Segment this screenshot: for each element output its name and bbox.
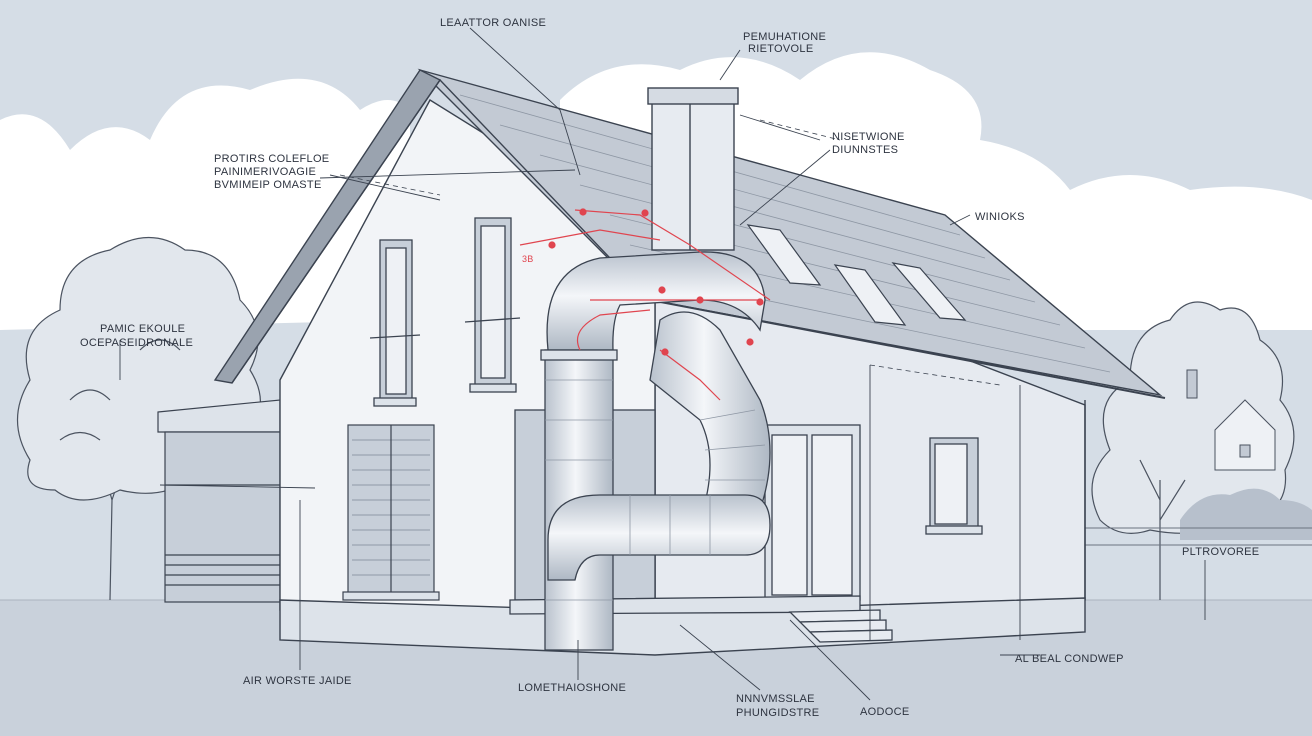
windows-upper: [369, 217, 521, 407]
skylights: [746, 224, 967, 326]
distant-house: [1186, 369, 1276, 471]
label-bottom-1: AIR WORSTE JAIDE: [243, 675, 352, 687]
label-bottom-3a: NNNVMSSLAE: [736, 693, 815, 705]
bush-right: [1180, 488, 1312, 540]
fence: [1085, 527, 1312, 546]
label-bottom-2: LOMETHAIOSHONE: [518, 682, 626, 694]
label-left-mid-1: PAMIC EKOULE: [100, 323, 185, 335]
carport: [157, 399, 281, 603]
label-leaattor: LEAATTOR OANISE: [440, 17, 546, 29]
leader-lines: [119, 27, 1206, 701]
label-chimney-top-1: PEMUHATIONE: [743, 31, 826, 43]
label-roof-right-2: DIUNNSTES: [832, 144, 898, 156]
dashed-lines: [339, 119, 1001, 386]
label-bottom-5: AL BEAL CONDWEP: [1015, 653, 1124, 665]
window-side: [925, 437, 983, 535]
ventilation-duct: [540, 251, 771, 651]
label-windows: WINIOKS: [975, 211, 1025, 223]
label-marker: 3B: [522, 254, 534, 264]
label-bottom-4: AODOCE: [860, 706, 909, 718]
label-left-upper-1: PROTIRS COLEFLOE: [214, 153, 329, 165]
chimney: [647, 87, 739, 251]
label-left-mid-2: OCEPASEIDRONALE: [80, 337, 193, 349]
label-roof-right-1: NISETWIONE: [832, 131, 905, 143]
label-right-lower: PLTROVOREE: [1182, 546, 1259, 558]
label-left-upper-2: PAINIMERIVOAGIE: [214, 166, 316, 178]
label-bottom-3b: PHUNGIDSTRE: [736, 707, 819, 719]
label-chimney-top-2: RIETOVOLE: [748, 43, 813, 55]
label-left-upper-3: BVMIMEIP OMASTE: [214, 179, 322, 191]
shutters-left: [342, 424, 440, 601]
airflow-lines: [519, 208, 771, 401]
